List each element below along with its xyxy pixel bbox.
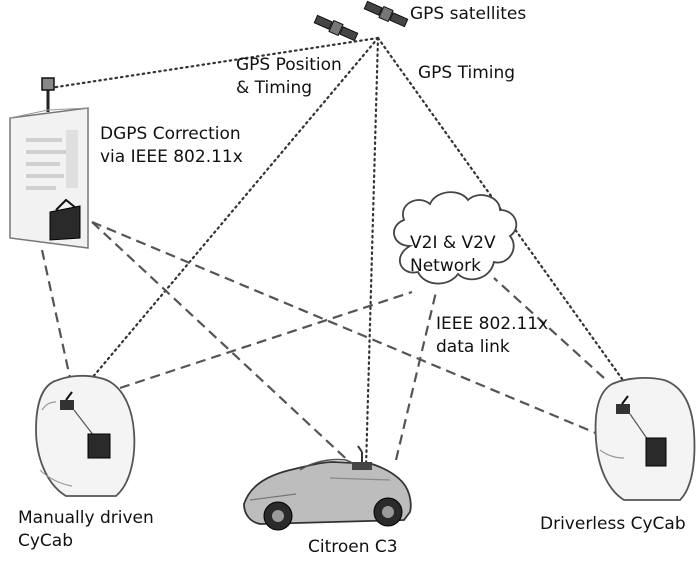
link-driverless-network	[493, 277, 605, 379]
base-station-icon	[9, 77, 89, 249]
gps-position-label-line1: GPS Position	[236, 55, 342, 75]
driverless-cycab-icon	[594, 377, 696, 501]
link-manual-network	[119, 290, 413, 390]
network-cloud-icon	[393, 191, 518, 285]
gps-link-base-station	[48, 36, 380, 90]
gps-link-citroen	[364, 36, 380, 470]
network-label-line1: V2I & V2V	[410, 233, 496, 253]
dgps-correction-label-line2: via IEEE 802.11x	[100, 147, 243, 167]
gps-position-label-line2: & Timing	[236, 78, 313, 98]
link-base-citroen	[91, 221, 357, 469]
gps-link-manual-cycab	[90, 36, 380, 380]
data-link-label-line2: data link	[436, 337, 510, 357]
citroen-car-icon	[243, 445, 412, 531]
manual-cycab-label-line2: CyCab	[18, 531, 74, 551]
driverless-cycab-label: Driverless CyCab	[540, 514, 686, 534]
wireless-links	[40, 220, 605, 469]
gps-satellites-label: GPS satellites	[410, 4, 527, 24]
link-citroen-network	[394, 291, 438, 461]
citroen-c3-label: Citroen C3	[308, 537, 398, 557]
satellite-icon	[363, 0, 409, 28]
data-link-label-line1: IEEE 802.11x	[436, 314, 549, 334]
satellite-icon	[313, 14, 359, 42]
dgps-correction-label-line1: DGPS Correction	[100, 124, 241, 144]
manual-cycab-icon	[35, 374, 136, 497]
link-base-manual	[40, 249, 72, 379]
link-base-driverless	[91, 220, 599, 436]
network-label-line2: Network	[410, 256, 481, 276]
gps-timing-label: GPS Timing	[418, 63, 516, 83]
manual-cycab-label-line1: Manually driven	[18, 508, 154, 528]
gps-links	[48, 36, 632, 470]
